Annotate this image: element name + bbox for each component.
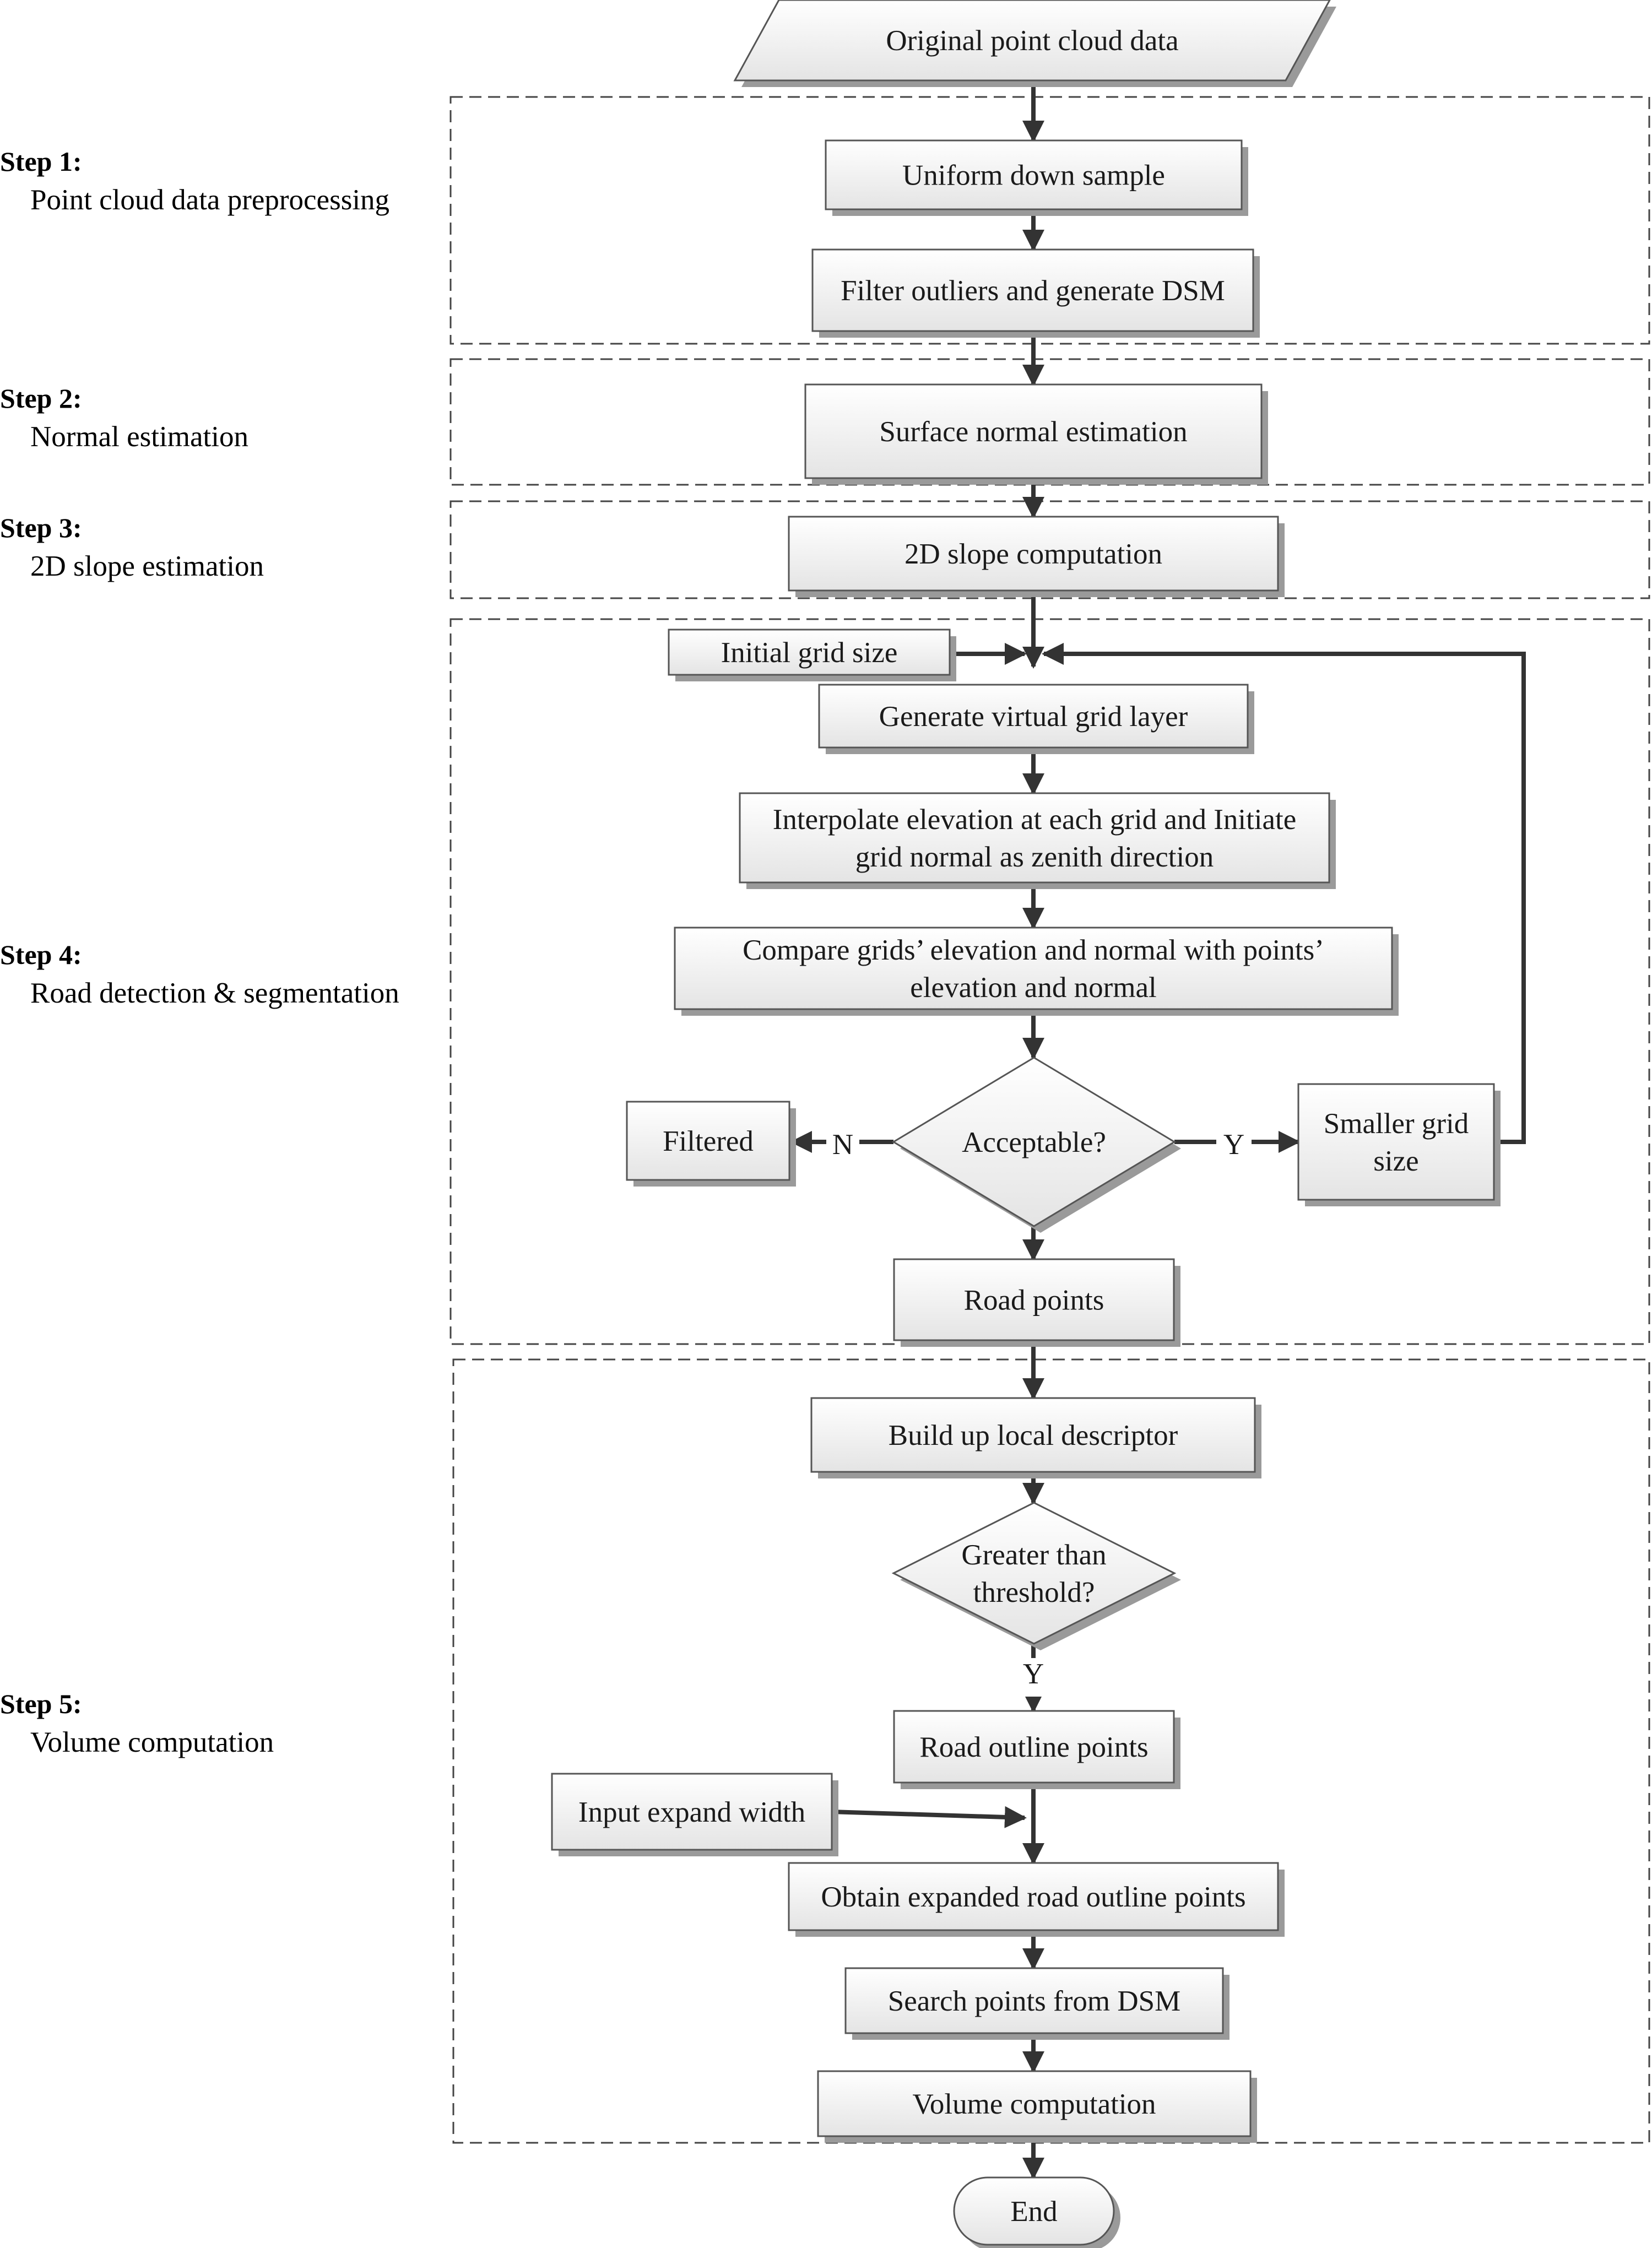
node-volume-label: Volume computation bbox=[912, 2088, 1156, 2120]
node-compare: Compare grids’ elevation and normal with… bbox=[674, 927, 1399, 1016]
step-group-3 bbox=[449, 500, 1650, 599]
node-threshold-label: threshold? bbox=[973, 1577, 1095, 1608]
step-group-2 bbox=[449, 358, 1650, 486]
node-start-label: Original point cloud data bbox=[886, 25, 1178, 57]
node-searchdsm-label: Search points from DSM bbox=[888, 1985, 1180, 2017]
node-compare-label: Compare grids’ elevation and normal with… bbox=[743, 934, 1324, 966]
node-slope: 2D slope computation bbox=[788, 516, 1285, 597]
step5-description: Volume computation bbox=[30, 1726, 274, 1758]
edge-expandwidth-to-expanded bbox=[831, 1806, 1027, 1828]
node-end: End bbox=[953, 2176, 1120, 2248]
step2-title: Step 2: bbox=[0, 383, 82, 414]
node-acceptable-label: Acceptable? bbox=[962, 1126, 1106, 1158]
node-interpolate-label: Interpolate elevation at each grid and I… bbox=[773, 804, 1297, 836]
node-acceptable: Acceptable? bbox=[892, 1057, 1181, 1233]
step3-title: Step 3: bbox=[0, 512, 82, 543]
step1-title: Step 1: bbox=[0, 146, 82, 177]
node-filtered-label: Filtered bbox=[663, 1125, 754, 1157]
node-expanded-label: Obtain expanded road outline points bbox=[821, 1881, 1245, 1913]
node-threshold-label: Greater than bbox=[961, 1539, 1106, 1571]
step1-description: Point cloud data preprocessing bbox=[30, 184, 389, 216]
node-end-label: End bbox=[1010, 2196, 1057, 2228]
node-expandwidth-label: Input expand width bbox=[578, 1796, 805, 1828]
step2-description: Normal estimation bbox=[30, 421, 248, 453]
node-expandwidth: Input expand width bbox=[551, 1773, 838, 1856]
node-smaller-label: Smaller grid bbox=[1324, 1108, 1469, 1140]
node-filter-label: Filter outliers and generate DSM bbox=[841, 275, 1225, 307]
node-downsample-label: Uniform down sample bbox=[902, 160, 1165, 192]
step3-description: 2D slope estimation bbox=[30, 550, 264, 582]
edge-smaller-to-virtualgrid bbox=[1042, 643, 1526, 1144]
node-volume: Volume computation bbox=[817, 2070, 1257, 2143]
edge-labels: N Y Y bbox=[826, 1121, 1252, 1697]
node-interpolate: Interpolate elevation at each grid and I… bbox=[739, 792, 1336, 889]
node-virtualgrid: Generate virtual grid layer bbox=[818, 684, 1254, 754]
node-searchdsm: Search points from DSM bbox=[844, 1967, 1229, 2040]
node-compare-label: elevation and normal bbox=[910, 972, 1156, 1004]
node-roadpoints-label: Road points bbox=[964, 1285, 1104, 1317]
node-smaller-label: size bbox=[1373, 1145, 1418, 1177]
node-smaller: Smaller grid size bbox=[1297, 1083, 1501, 1206]
node-interpolate-label: grid normal as zenith direction bbox=[855, 841, 1214, 873]
node-descriptor: Build up local descriptor bbox=[810, 1397, 1261, 1478]
edge-label-acceptable-to-smaller: Y bbox=[1223, 1129, 1244, 1161]
node-initgrid: Initial grid size bbox=[668, 629, 956, 681]
step-group-4 bbox=[449, 618, 1650, 1345]
node-descriptor-label: Build up local descriptor bbox=[889, 1420, 1178, 1451]
node-normal-label: Surface normal estimation bbox=[879, 416, 1187, 448]
node-virtualgrid-label: Generate virtual grid layer bbox=[879, 701, 1188, 733]
edge-label-acceptable-to-filtered: N bbox=[832, 1129, 853, 1161]
step-group-1 bbox=[449, 96, 1650, 345]
node-threshold: Greater than threshold? bbox=[891, 1502, 1181, 1650]
node-roadpoints: Road points bbox=[893, 1258, 1180, 1347]
node-downsample: Uniform down sample bbox=[825, 139, 1248, 216]
node-expanded: Obtain expanded road outline points bbox=[788, 1862, 1285, 1937]
node-filter: Filter outliers and generate DSM bbox=[811, 248, 1260, 338]
node-outline-label: Road outline points bbox=[919, 1731, 1148, 1763]
node-start: Original point cloud data bbox=[733, 0, 1336, 87]
edge-label-threshold-to-outline: Y bbox=[1023, 1658, 1044, 1690]
node-normal: Surface normal estimation bbox=[804, 383, 1268, 485]
step-labels: Step 1: Point cloud data preprocessingSte… bbox=[0, 146, 399, 1758]
node-slope-label: 2D slope computation bbox=[904, 538, 1162, 570]
node-outline: Road outline points bbox=[893, 1710, 1180, 1789]
node-filtered: Filtered bbox=[626, 1101, 796, 1187]
node-initgrid-label: Initial grid size bbox=[721, 637, 898, 669]
step4-title: Step 4: bbox=[0, 939, 82, 970]
step5-title: Step 5: bbox=[0, 1688, 82, 1719]
step4-description: Road detection & segmentation bbox=[30, 977, 399, 1009]
